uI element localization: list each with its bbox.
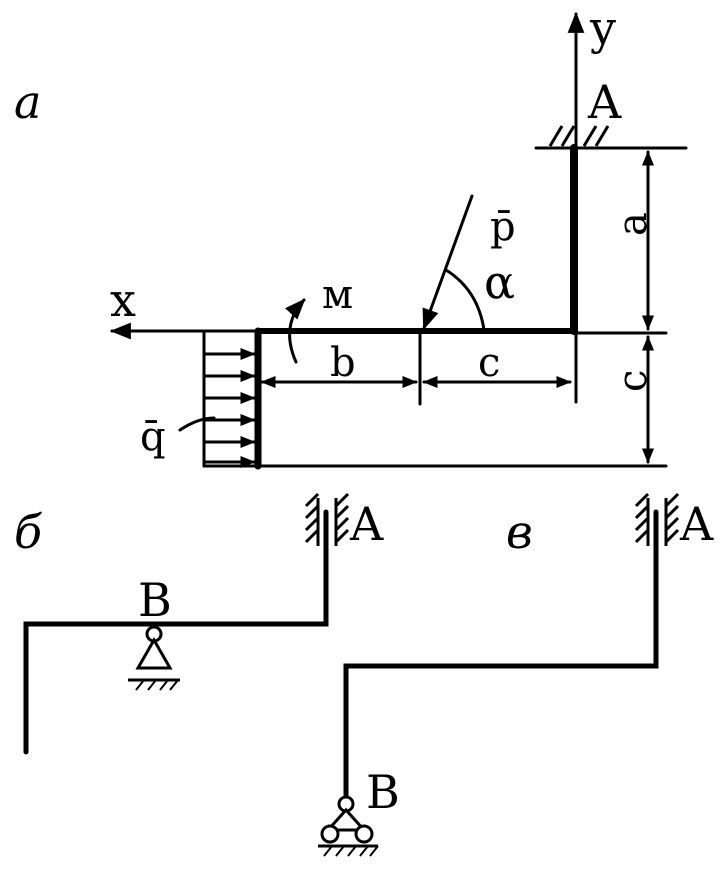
panel-b-support-a bbox=[304, 492, 350, 546]
panel-v-support-a bbox=[634, 492, 680, 546]
support-a-hatch bbox=[548, 125, 610, 147]
panel-v-label: в bbox=[506, 505, 533, 559]
moment-label: м bbox=[322, 272, 353, 318]
panel-b-point-a-label: A bbox=[349, 497, 384, 551]
panel-v-support-b bbox=[318, 795, 379, 857]
moment-arrow bbox=[285, 298, 306, 364]
panel-v-frame bbox=[343, 509, 659, 801]
distributed-load-arrows bbox=[202, 348, 256, 468]
force-p-arrow bbox=[422, 194, 474, 330]
panel-v: в A B bbox=[318, 492, 714, 857]
angle-label: α bbox=[484, 255, 515, 309]
dim-c-vertical-label: c bbox=[610, 370, 656, 392]
panel-a: а y x A q̄ bbox=[14, 1, 688, 470]
panel-b-support-b bbox=[128, 625, 180, 691]
panel-b: б A B bbox=[14, 492, 384, 755]
dim-a-label: a bbox=[610, 212, 656, 236]
x-axis-label: x bbox=[110, 273, 136, 327]
angle-arc bbox=[444, 268, 486, 332]
panel-b-point-b-label: B bbox=[138, 573, 172, 627]
panel-b-label: б bbox=[14, 505, 43, 559]
dim-c-horizontal-label: c bbox=[478, 340, 500, 386]
panel-v-point-b-label: B bbox=[366, 765, 400, 819]
load-q-label: q̄ bbox=[140, 414, 166, 460]
y-axis-label: y bbox=[589, 1, 616, 55]
panel-b-frame bbox=[23, 509, 329, 755]
point-a-label: A bbox=[587, 75, 622, 129]
force-p-label: p̄ bbox=[490, 204, 516, 250]
load-q-leader bbox=[178, 416, 216, 432]
dim-b-label: b bbox=[330, 340, 356, 386]
panel-a-label: а bbox=[14, 75, 41, 129]
panel-v-point-a-label: A bbox=[679, 497, 714, 551]
